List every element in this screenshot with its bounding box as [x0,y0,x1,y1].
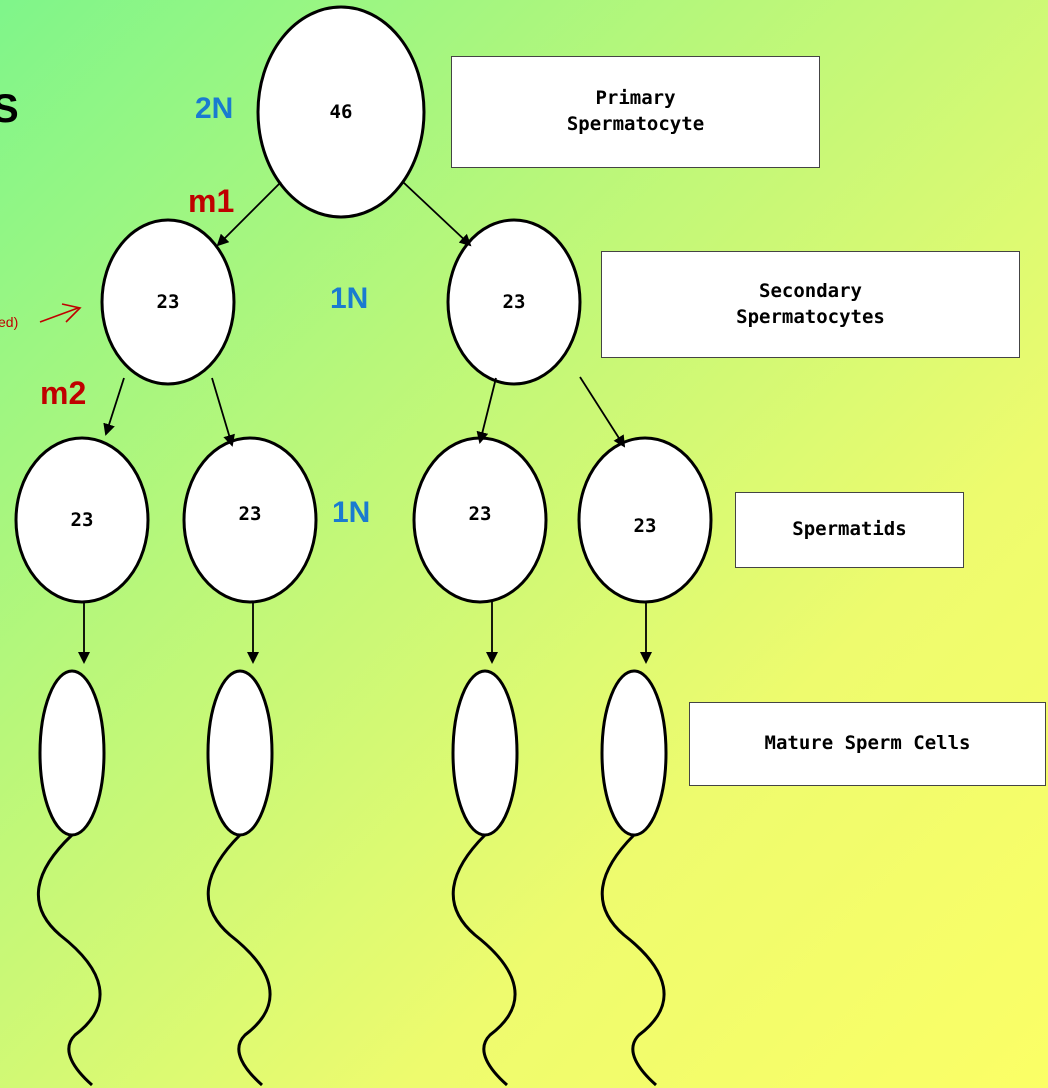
spermatid-1 [14,436,150,604]
sperm-tail-4 [600,833,666,1087]
secondary-right-count: 23 [503,291,526,313]
spermatid-2 [182,436,318,604]
sperm-head-2 [206,669,274,837]
sperm-tail-3 [451,833,517,1087]
secondary-spermatocyte-right [446,218,582,386]
ploidy-label-2n: 2N [195,92,233,125]
arrow-primary-to-right [402,181,472,247]
arrow-primary-to-left [216,181,282,247]
sperm-head-3 [451,669,519,837]
arrow-right-to-spermatid-3 [476,377,497,444]
spermatid-4-count: 23 [634,515,657,537]
sperm-head-1 [38,669,106,837]
arrow-right-to-spermatid-4 [579,376,626,448]
secondary-left-count: 23 [157,291,180,313]
ploidy-label-1n-secondary: 1N [330,282,368,315]
meiosis-2-label: m2 [40,375,86,411]
spermatid-4 [577,436,713,604]
primary-spermatocyte-label: Primary Spermatocyte [451,56,820,168]
arrow-left-to-spermatid-2 [211,377,235,447]
clipped-title-fragment: S [0,87,19,131]
ploidy-label-1n-spermatids: 1N [332,496,370,529]
meiosis-1-label: m1 [188,183,234,219]
spermatid-2-count: 23 [239,503,262,525]
mature-sperm-cells-label: Mature Sperm Cells [689,702,1046,786]
clipped-note-text: ed) [0,314,18,330]
secondary-spermatocyte-left [100,218,236,386]
red-pointer-arrow-shaft [39,307,79,323]
sperm-head-4 [600,669,668,837]
red-pointer-arrow-head [61,303,82,323]
sperm-tail-1 [36,833,102,1087]
arrow-left-to-spermatid-1 [103,377,125,436]
spermatids-label: Spermatids [735,492,964,568]
primary-spermatocyte-cell [256,5,426,219]
secondary-spermatocytes-label: Secondary Spermatocytes [601,251,1020,358]
sperm-tail-2 [206,833,272,1087]
spermatid-3-count: 23 [469,503,492,525]
primary-chromosome-count: 46 [330,101,353,123]
spermatid-1-count: 23 [71,509,94,531]
